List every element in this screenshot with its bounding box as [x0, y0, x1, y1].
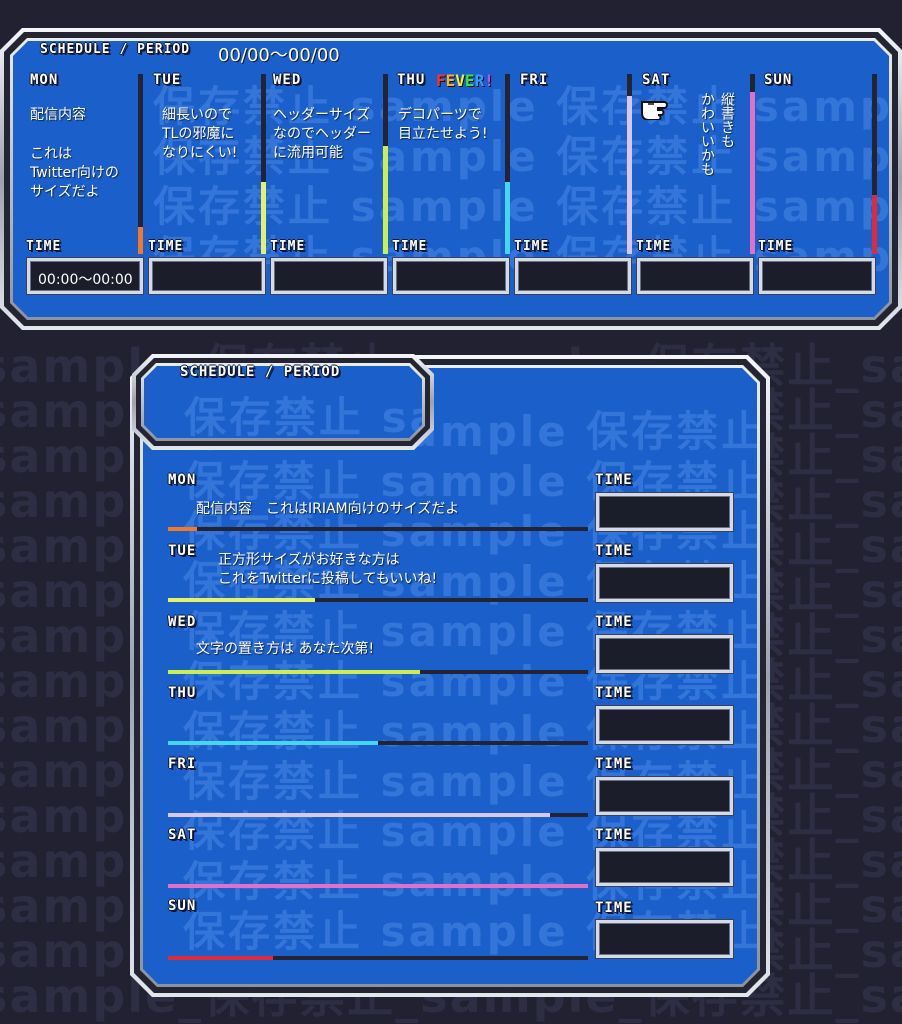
wed-text: ヘッダーサイズ なのでヘッダー に流用可能 [273, 107, 371, 161]
day-label-sat: SAT [168, 827, 197, 843]
time-box-thu[interactable] [596, 706, 733, 744]
time-label: TIME [514, 239, 550, 254]
level-bar-sun [168, 956, 588, 960]
level-fill [383, 146, 388, 254]
level-fill [261, 182, 266, 254]
thu-text: デコパーツで 目立たせよう! [398, 107, 488, 142]
mon-text: 配信内容 これはIRIAM向けのサイズだよ [196, 501, 460, 517]
time-label: TIME [595, 827, 633, 843]
day-label-sun: SUN [168, 898, 197, 914]
time-label: TIME [758, 239, 794, 254]
level-bar-wed [383, 74, 388, 254]
schedule-title: SCHEDULE / PERIOD [180, 364, 341, 380]
time-label: TIME [636, 239, 672, 254]
time-box-sat[interactable] [596, 848, 733, 886]
level-bar-sat [750, 74, 755, 254]
level-fill [168, 527, 198, 531]
day-label-sun: SUN [764, 72, 793, 88]
time-box-sun[interactable] [596, 920, 733, 958]
time-label: TIME [595, 543, 633, 559]
time-label: TIME [595, 472, 633, 488]
level-fill [627, 96, 632, 254]
day-label-fri: FRI [168, 756, 197, 772]
time-label: TIME [26, 239, 62, 254]
time-label: TIME [270, 239, 306, 254]
time-box-mon[interactable]: 00:00〜00:00 [27, 258, 143, 294]
fever-decoration: FEVER! [436, 71, 494, 90]
level-bar-mon [168, 527, 588, 531]
day-label-tue: TUE [168, 543, 197, 559]
level-fill [750, 92, 755, 254]
period-range: 00/00〜00/00 [218, 45, 340, 66]
level-bar-fri [168, 813, 588, 817]
day-label-mon: MON [30, 72, 59, 88]
level-bar-sun [872, 74, 877, 254]
tue-text: 細長いので TLの邪魔に なりにくい! [162, 107, 238, 161]
day-label-thu: THU [168, 685, 197, 701]
wed-text: 文字の置き方は あなた次第! [196, 641, 375, 657]
day-label-sat: SAT [642, 72, 671, 88]
time-box-tue[interactable] [149, 258, 265, 294]
time-box-wed[interactable] [596, 635, 733, 673]
schedule-title: SCHEDULE / PERIOD [40, 42, 191, 57]
level-bar-tue [261, 74, 266, 254]
time-box-fri[interactable] [596, 777, 733, 815]
square-schedule-panel: 保存禁止 sample 保存禁止 sample 保存禁止 sample 保存禁止… [130, 355, 770, 997]
level-bar-thu [168, 741, 588, 745]
level-bar-tue [168, 598, 588, 602]
level-fill [168, 741, 378, 745]
day-label-mon: MON [168, 472, 197, 488]
level-fill [168, 813, 551, 817]
level-bar-mon [138, 74, 143, 254]
time-label: TIME [148, 239, 184, 254]
time-box-wed[interactable] [271, 258, 387, 294]
level-fill [168, 956, 273, 960]
day-label-wed: WED [273, 72, 302, 88]
level-bar-wed [168, 670, 588, 674]
title-plate: 保存禁止 sample 保存禁止 sample 保存禁止 sample 保存禁止… [132, 354, 434, 450]
day-label-tue: TUE [153, 72, 182, 88]
day-label-wed: WED [168, 614, 197, 630]
time-label: TIME [392, 239, 428, 254]
mon-text: 配信内容 これは Twitter向けの サイズだよ [30, 107, 119, 200]
sat-vertical-text: 縦書きもかわいいかも [699, 92, 735, 176]
time-label: TIME [595, 614, 633, 630]
time-box-tue[interactable] [596, 564, 733, 602]
level-fill [168, 884, 588, 888]
day-label-fri: FRI [520, 72, 549, 88]
weekly-schedule-banner: 保存禁止 sample 保存禁止 sample 保存禁止 sample 保存禁止… [0, 28, 902, 330]
time-label: TIME [595, 900, 633, 916]
level-fill [505, 182, 510, 254]
pointing-hand-icon [640, 92, 676, 120]
level-bar-thu [505, 74, 510, 254]
level-fill [138, 227, 143, 254]
time-box-sat[interactable] [637, 258, 753, 294]
day-label-thu: THU [397, 72, 426, 88]
tue-text: 正方形サイズがお好きな方は これをTwitterに投稿してもいいね! [218, 552, 438, 587]
time-box-sun[interactable] [759, 258, 875, 294]
time-label: TIME [595, 685, 633, 701]
time-box-mon[interactable] [596, 493, 733, 531]
time-box-fri[interactable] [515, 258, 631, 294]
level-fill [168, 598, 315, 602]
level-bar-fri [627, 74, 632, 254]
time-label: TIME [595, 756, 633, 772]
time-box-thu[interactable] [393, 258, 509, 294]
level-bar-sat [168, 884, 588, 888]
level-fill [168, 670, 420, 674]
level-fill [872, 195, 877, 254]
